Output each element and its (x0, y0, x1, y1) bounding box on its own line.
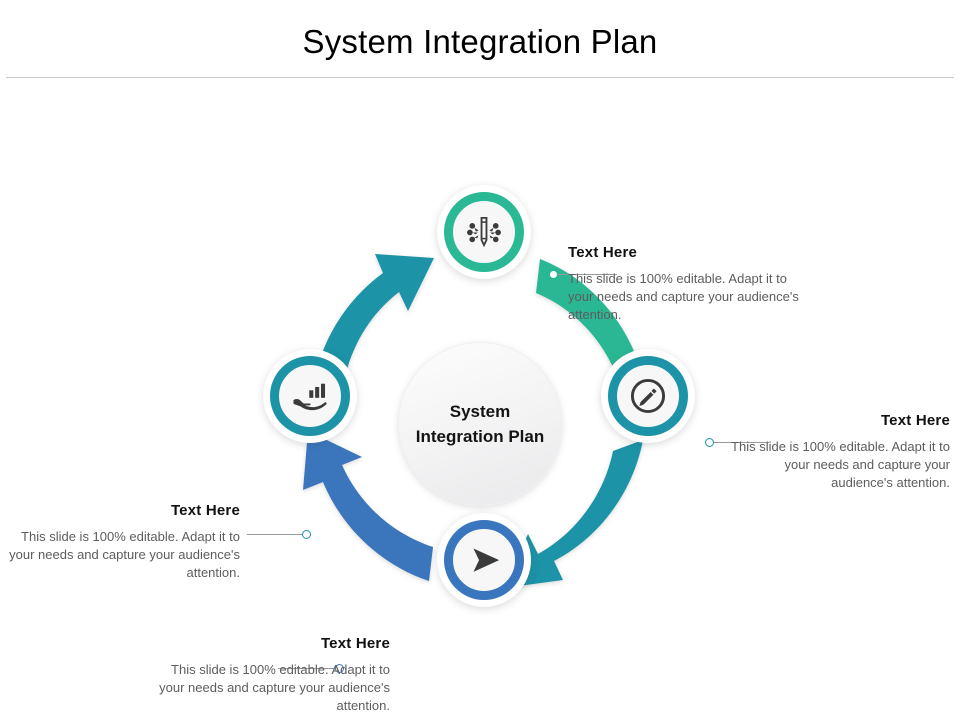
center-hub-label: System Integration Plan (410, 399, 550, 449)
cycle-diagram: System Integration Plan (0, 78, 960, 720)
leader-left-line (247, 533, 302, 535)
text-block-bottom-body: This slide is 100% editable. Adapt it to… (159, 662, 390, 713)
text-block-left-heading: Text Here (170, 502, 240, 519)
text-block-top: Text Here This slide is 100% editable. A… (568, 243, 800, 324)
node-bottom-ring (444, 520, 524, 600)
text-block-top-body: This slide is 100% editable. Adapt it to… (568, 271, 799, 322)
hand-growth-chart-icon (293, 383, 327, 411)
cursor-arrow-icon (473, 548, 500, 572)
node-left[interactable] (263, 349, 357, 443)
text-block-top-heading: Text Here (568, 244, 638, 261)
node-bottom[interactable] (437, 513, 531, 607)
node-right-ring (608, 356, 688, 436)
text-block-right-body: This slide is 100% editable. Adapt it to… (731, 439, 950, 490)
leader-top-line (558, 273, 617, 275)
slide-header: System Integration Plan (0, 0, 960, 78)
node-top-ring (444, 192, 524, 272)
text-block-bottom-heading: Text Here (320, 635, 390, 652)
node-left-ring (270, 356, 350, 436)
text-block-left-body: This slide is 100% editable. Adapt it to… (9, 529, 240, 580)
leader-bottom-line (278, 667, 335, 669)
leader-left-dot (302, 529, 311, 539)
leader-right-dot (705, 437, 714, 447)
page-title: System Integration Plan (302, 23, 658, 60)
text-block-right: Text Here This slide is 100% editable. A… (724, 411, 950, 492)
node-right[interactable] (601, 349, 695, 443)
leader-top (549, 268, 617, 280)
text-block-bottom: Text Here This slide is 100% editable. A… (158, 634, 390, 715)
center-hub: System Integration Plan (398, 342, 562, 506)
arrow-bottom-to-left (303, 431, 433, 581)
node-top[interactable] (437, 185, 531, 279)
header-divider (6, 77, 954, 78)
leader-left (247, 528, 311, 540)
center-hub-label-line1: System (449, 402, 511, 421)
arrow-right-to-bottom (504, 440, 643, 588)
leader-bottom-dot (335, 663, 344, 673)
center-hub-label-line2: Integration Plan (415, 427, 545, 446)
leader-right (705, 436, 769, 448)
text-block-right-heading: Text Here (880, 412, 950, 429)
text-block-left: Text Here This slide is 100% editable. A… (8, 501, 240, 582)
leader-bottom (278, 662, 344, 674)
leader-right-line (714, 441, 769, 443)
leader-top-dot (549, 269, 558, 279)
pencil-idea-icon (467, 216, 501, 248)
edit-circle-icon (630, 378, 666, 414)
